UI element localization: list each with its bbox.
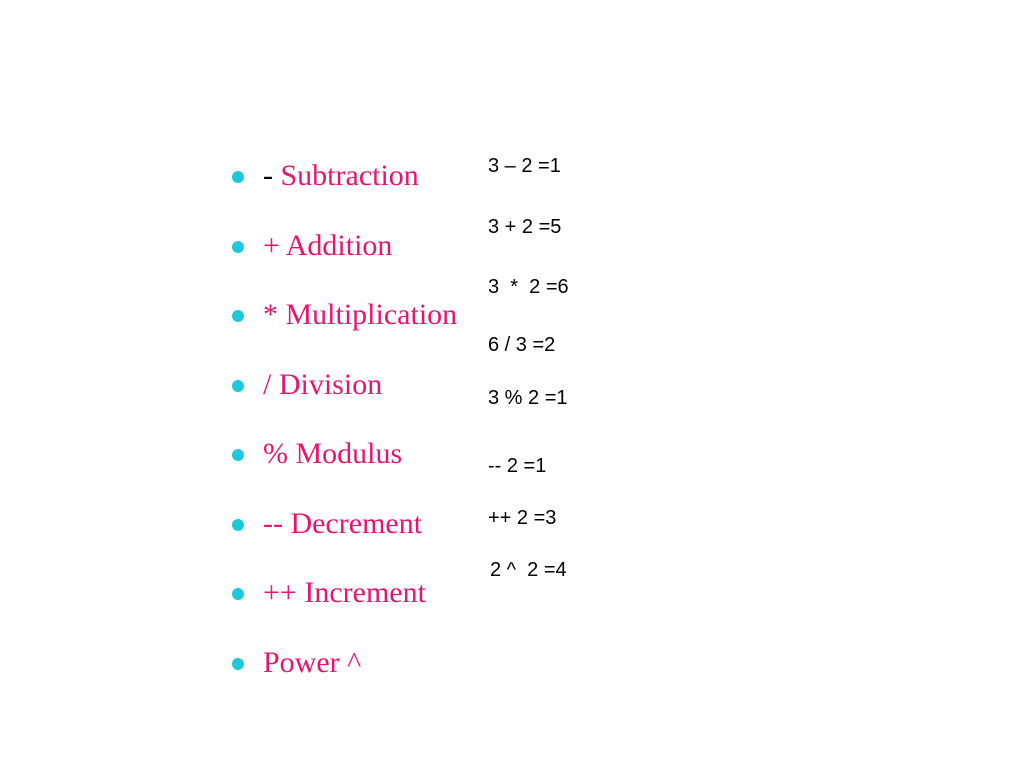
operator-symbol: ++ bbox=[263, 576, 305, 609]
operator-text: % Modulus bbox=[263, 426, 402, 482]
operator-label: Subtraction bbox=[280, 159, 419, 192]
example-subtraction: 3 – 2 =1 bbox=[488, 155, 561, 177]
operator-symbol: * bbox=[263, 298, 286, 331]
example-multiplication: 3 * 2 =6 bbox=[488, 276, 569, 298]
operator-label: Increment bbox=[304, 576, 426, 609]
operator-label: Modulus bbox=[295, 437, 403, 470]
bullet-dot-icon bbox=[232, 310, 244, 322]
bullet-dot-icon bbox=[232, 171, 244, 183]
operator-symbol: / bbox=[263, 367, 279, 401]
operator-label: Decrement bbox=[290, 506, 423, 540]
bullet-dot-icon bbox=[232, 240, 244, 253]
operator-text: * Multiplication bbox=[263, 287, 457, 343]
example-increment: ++ 2 =3 bbox=[488, 507, 557, 529]
operator-text: / Division bbox=[263, 357, 382, 413]
operator-label: Division bbox=[278, 367, 383, 401]
example-addition: 3 + 2 =5 bbox=[488, 216, 562, 238]
bullet-dot-icon bbox=[232, 588, 244, 600]
example-modulus: 3 % 2 =1 bbox=[488, 387, 568, 409]
bullet-dot-icon bbox=[232, 379, 244, 392]
operator-text: -- Decrement bbox=[263, 496, 422, 552]
operator-text: - Subtraction bbox=[263, 148, 419, 204]
bullet-dot-icon bbox=[232, 657, 244, 670]
example-power: 2 ^ 2 =4 bbox=[490, 559, 567, 581]
operator-text: Power ^ bbox=[263, 635, 361, 691]
operator-symbol: + bbox=[263, 228, 286, 262]
example-decrement: -- 2 =1 bbox=[488, 455, 547, 477]
operator-text: + Addition bbox=[263, 218, 392, 274]
operator-label: Multiplication bbox=[285, 298, 458, 331]
bullet-dot-icon bbox=[232, 518, 244, 531]
operator-label: Power ^ bbox=[263, 645, 362, 679]
example-division: 6 / 3 =2 bbox=[488, 334, 556, 356]
operator-symbol: % bbox=[263, 437, 296, 470]
operator-text: ++ Increment bbox=[263, 565, 426, 621]
operator-symbol: -- bbox=[263, 506, 291, 540]
bullet-dot-icon bbox=[232, 449, 244, 461]
operator-symbol: - bbox=[263, 159, 281, 192]
operator-label: Addition bbox=[285, 228, 393, 262]
